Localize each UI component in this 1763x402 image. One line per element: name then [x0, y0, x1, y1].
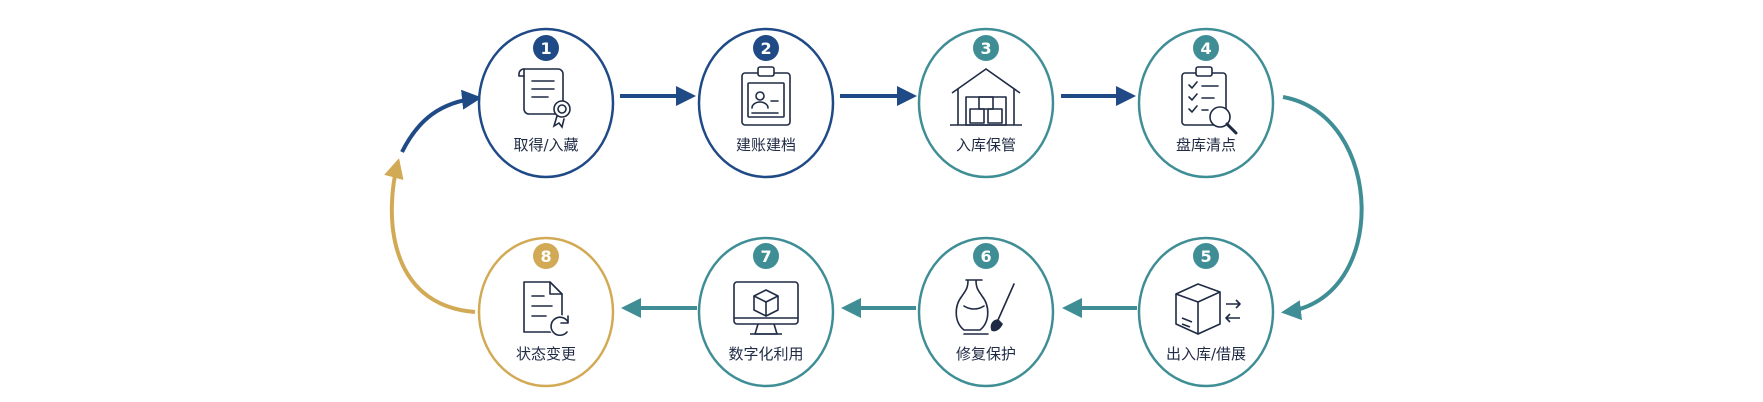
- step-2-circle: [697, 27, 835, 179]
- step-5-circle: [1137, 236, 1275, 388]
- box-transfer-icon: [1175, 283, 1241, 335]
- step-3-circle: [917, 27, 1055, 179]
- step-4-circle: [1137, 27, 1275, 179]
- step-2-badge: [753, 35, 779, 61]
- step-2: 2 建账建档: [697, 27, 835, 179]
- step-1: 1 取得/入藏: [477, 27, 615, 179]
- step-1-number: 1: [540, 39, 551, 58]
- step-5-badge: [1193, 243, 1219, 269]
- step-4-label: 盘库清点: [1176, 136, 1236, 154]
- step-5-label: 出入库/借展: [1166, 345, 1246, 363]
- step-3-number: 3: [980, 39, 991, 58]
- step-8: 8 状态变更: [477, 236, 615, 388]
- connector-4-5: [1281, 95, 1364, 321]
- step-3-label: 入库保管: [956, 136, 1016, 154]
- step-6-badge: [973, 243, 999, 269]
- warehouse-icon: [950, 68, 1022, 126]
- step-3-badge: [973, 35, 999, 61]
- monitor-cube-icon: [733, 281, 799, 335]
- step-4-number: 4: [1200, 39, 1211, 58]
- step-2-number: 2: [760, 39, 771, 58]
- step-4: 4 盘库清点: [1137, 27, 1275, 179]
- step-1-circle: [477, 27, 615, 179]
- step-6-number: 6: [980, 247, 991, 266]
- vase-brush-icon: [955, 279, 1015, 335]
- step-7-badge: [753, 243, 779, 269]
- step-1-label: 取得/入藏: [513, 136, 578, 154]
- clipboard-profile-icon: [741, 66, 791, 126]
- step-6-circle: [917, 236, 1055, 388]
- step-8-badge: [533, 243, 559, 269]
- step-3: 3 入库保管: [917, 27, 1055, 179]
- step-5-number: 5: [1200, 247, 1211, 266]
- connector-8-return: [384, 158, 476, 314]
- step-7-number: 7: [760, 247, 771, 266]
- step-6-label: 修复保护: [956, 345, 1016, 363]
- step-8-number: 8: [540, 247, 551, 266]
- step-8-label: 状态变更: [516, 345, 576, 363]
- connectors: [384, 86, 1364, 321]
- checklist-search-icon: [1181, 66, 1238, 135]
- certificate-icon: [518, 68, 571, 129]
- step-7: 7 数字化利用: [697, 236, 835, 388]
- step-5: 5 出入库/借展: [1137, 236, 1275, 388]
- step-1-badge: [533, 35, 559, 61]
- step-8-circle: [477, 236, 615, 388]
- step-2-label: 建账建档: [736, 136, 796, 154]
- connector-return-1: [400, 89, 482, 153]
- step-4-badge: [1193, 35, 1219, 61]
- step-6: 6 修复保护: [917, 236, 1055, 388]
- step-7-label: 数字化利用: [728, 345, 803, 363]
- document-refresh-icon: [523, 281, 571, 337]
